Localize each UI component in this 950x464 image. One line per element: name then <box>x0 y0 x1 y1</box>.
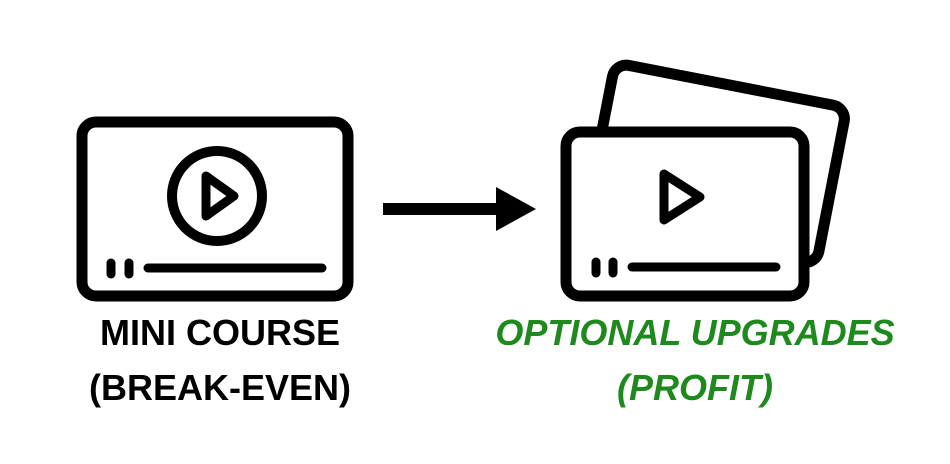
arrow-head <box>496 187 536 231</box>
video-player-icon <box>76 116 354 302</box>
arrow-right-icon <box>383 187 536 231</box>
play-circle <box>167 146 267 246</box>
left-subtitle: (BREAK-EVEN) <box>88 367 351 408</box>
right-subtitle: (PROFIT) <box>617 367 773 408</box>
stacked-video-player-icon <box>560 59 850 302</box>
front-card <box>560 126 810 302</box>
player-frame <box>76 116 354 302</box>
play-triangle-icon <box>659 169 705 225</box>
left-title: MINI COURSE <box>99 312 340 353</box>
play-triangle-icon <box>201 171 239 221</box>
right-title: OPTIONAL UPGRADES <box>495 312 895 353</box>
